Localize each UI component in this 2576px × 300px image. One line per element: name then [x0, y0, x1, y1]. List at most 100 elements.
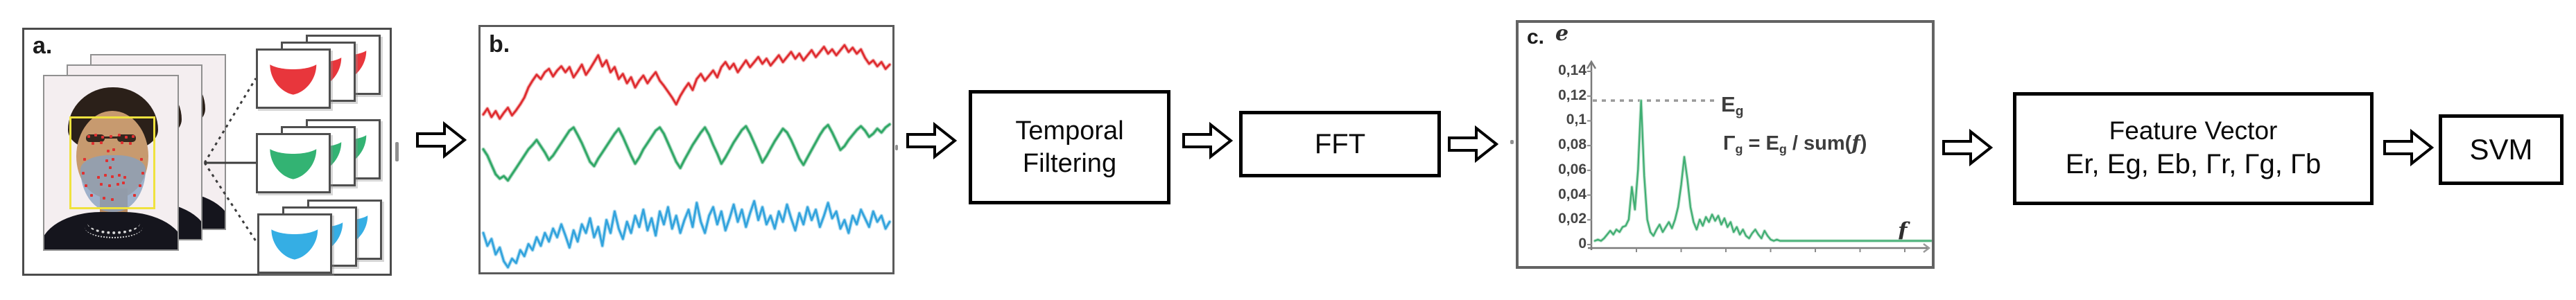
landmark-dot [111, 175, 114, 178]
landmark-dot [104, 174, 107, 177]
temporal-filtering-label-line1: Temporal [1015, 116, 1124, 146]
red-roi-shape-icon [270, 64, 317, 95]
x-axis-arrowhead-icon [1923, 243, 1931, 253]
landmark-dot [118, 174, 121, 177]
y-axis-tick-label: 0,12 [1558, 87, 1587, 103]
stray-mark [1510, 140, 1514, 144]
peak-energy-sub: g [1735, 104, 1744, 119]
flow-arrow-icon [1942, 128, 1993, 167]
panel-a-roi-extraction: a. [22, 28, 392, 276]
landmark-dot [116, 183, 119, 186]
stray-mark [395, 142, 399, 161]
stray-mark [895, 145, 898, 150]
landmark-dot [118, 134, 121, 136]
landmark-dot [103, 197, 105, 200]
landmark-dot [110, 135, 112, 138]
y-axis-label: e [1555, 21, 1569, 46]
chart-line [482, 44, 891, 120]
flow-arrow-icon [416, 121, 467, 159]
landmark-dot [108, 184, 111, 187]
necklace [85, 216, 143, 238]
flow-arrow-icon [906, 121, 957, 160]
green-roi-shape-icon [270, 149, 317, 179]
y-axis-tick-label: 0,04 [1558, 186, 1587, 202]
landmark-dot [123, 176, 126, 179]
landmark-dot [92, 142, 94, 145]
svm-box: SVM [2439, 114, 2564, 185]
landmark-dot [85, 184, 87, 187]
landmark-dot [105, 159, 108, 162]
landmark-dot [109, 166, 112, 169]
formula-sum: / sum( [1786, 132, 1852, 155]
y-axis-tick-label: 0,14 [1558, 62, 1587, 78]
formula-gamma-sub: g [1735, 142, 1743, 157]
landmark-dot [112, 148, 115, 151]
y-axis-tick-label: 0,08 [1558, 136, 1587, 153]
y-axis-tick-label: 0,02 [1558, 211, 1587, 227]
landmark-dot [90, 194, 93, 197]
svm-label: SVM [2469, 133, 2533, 166]
landmark-dot [129, 142, 132, 145]
fft-label: FFT [1314, 128, 1366, 159]
chart-line [481, 43, 892, 121]
chart-line [1593, 100, 1932, 242]
landmark-dot [101, 136, 104, 139]
panel-c-spectrum: c. e f 0,14 0,12 0,1 0,08 0,06 0,04 0,02 0 Eg Γ… [1516, 20, 1935, 269]
feature-vector-box: Feature Vector Er, Eg, Eb, Γr, Γg, Γb [2013, 92, 2374, 205]
chart-line [1593, 98, 1932, 242]
landmark-dot [111, 198, 114, 201]
roi-frame-green-1 [256, 133, 331, 193]
landmark-dot [100, 183, 103, 186]
formula-gamma: Γ [1723, 132, 1736, 155]
peak-energy-annotation: Eg [1721, 92, 1743, 119]
landmark-dot [100, 141, 103, 144]
flow-arrow-icon [1448, 125, 1498, 164]
roi-frame-blue-1 [257, 213, 332, 274]
formula-e-sub: g [1779, 142, 1787, 157]
landmark-dot [125, 136, 128, 139]
roi-frame-red-1 [256, 48, 331, 109]
landmark-dot [107, 150, 110, 152]
landmark-dot [97, 176, 100, 179]
temporal-filtering-box: Temporal Filtering [969, 90, 1170, 204]
y-axis-tick-label: 0,06 [1558, 161, 1587, 177]
panel-c-label: c. [1527, 26, 1545, 48]
rgb-traces-chart [481, 43, 892, 270]
temporal-filtering-label-line2: Filtering [1022, 148, 1117, 178]
landmark-dot [122, 182, 125, 184]
fft-box: FFT [1239, 111, 1441, 177]
gamma-formula: Γg = Eg / sum(f) [1723, 131, 1867, 157]
x-axis-label: f [1898, 218, 1908, 243]
landmark-dot [121, 141, 123, 144]
panel-b-label: b. [489, 31, 510, 58]
flow-arrow-icon [2383, 128, 2434, 167]
landmark-dot [141, 172, 144, 175]
face-photo-frame-1 [43, 75, 179, 251]
y-axis-tick-label: 0,1 [1566, 112, 1587, 128]
landmark-dot [132, 135, 135, 138]
landmark-dot [83, 158, 86, 161]
landmark-dot [94, 134, 97, 136]
spectrum-chart [1586, 60, 1932, 253]
landmark-dot [82, 172, 85, 175]
blue-roi-shape-icon [271, 229, 318, 260]
landmark-dot [139, 184, 141, 187]
chart-line [482, 123, 891, 182]
formula-close: ) [1860, 132, 1867, 155]
chart-line [482, 200, 891, 269]
y-axis-arrowhead-icon [1586, 60, 1597, 69]
panel-b-raw-signals: b. [478, 25, 894, 274]
flow-arrow-icon [1182, 121, 1233, 160]
landmark-dot [87, 135, 90, 138]
y-axis-tick-label: 0 [1578, 235, 1587, 252]
landmark-dot [140, 158, 143, 161]
feature-vector-title: Feature Vector [2109, 116, 2278, 145]
peak-energy-base: E [1721, 92, 1736, 116]
left-eye-glasses [86, 134, 105, 142]
formula-f: f [1851, 131, 1860, 155]
panel-a-label: a. [33, 33, 53, 59]
landmark-dot [133, 194, 136, 197]
landmark-dot [112, 158, 114, 161]
feature-vector-components: Er, Eg, Eb, Γr, Γg, Γb [2065, 148, 2322, 179]
